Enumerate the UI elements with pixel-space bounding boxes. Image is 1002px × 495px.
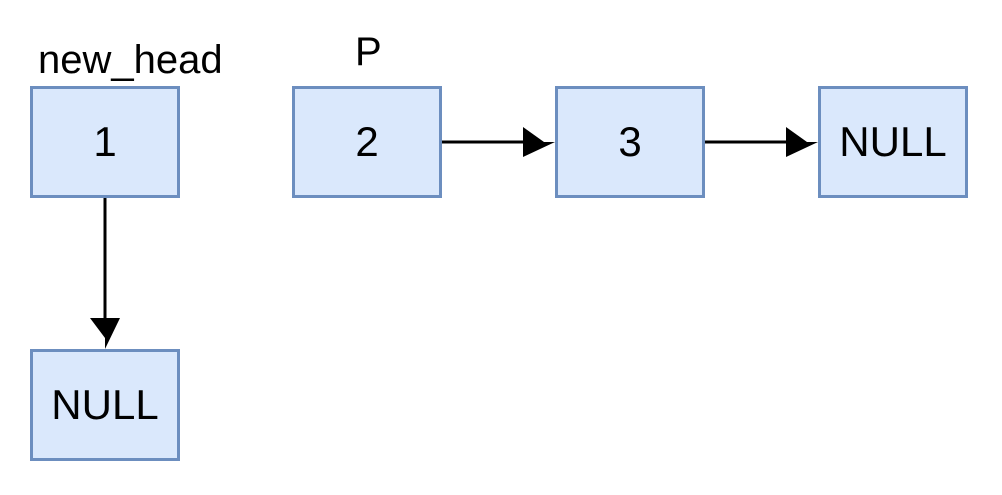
node-2: 2	[292, 86, 442, 198]
node-null-below: NULL	[30, 349, 180, 461]
node-1: 1	[30, 86, 180, 198]
arrowhead-right-1	[523, 127, 555, 157]
node-null-right: NULL	[818, 86, 968, 198]
p-pointer-label: P	[355, 30, 382, 74]
arrowhead-down	[90, 318, 120, 349]
new-head-label: new_head	[38, 38, 223, 82]
arrowhead-right-2	[786, 127, 818, 157]
node-3: 3	[555, 86, 705, 198]
